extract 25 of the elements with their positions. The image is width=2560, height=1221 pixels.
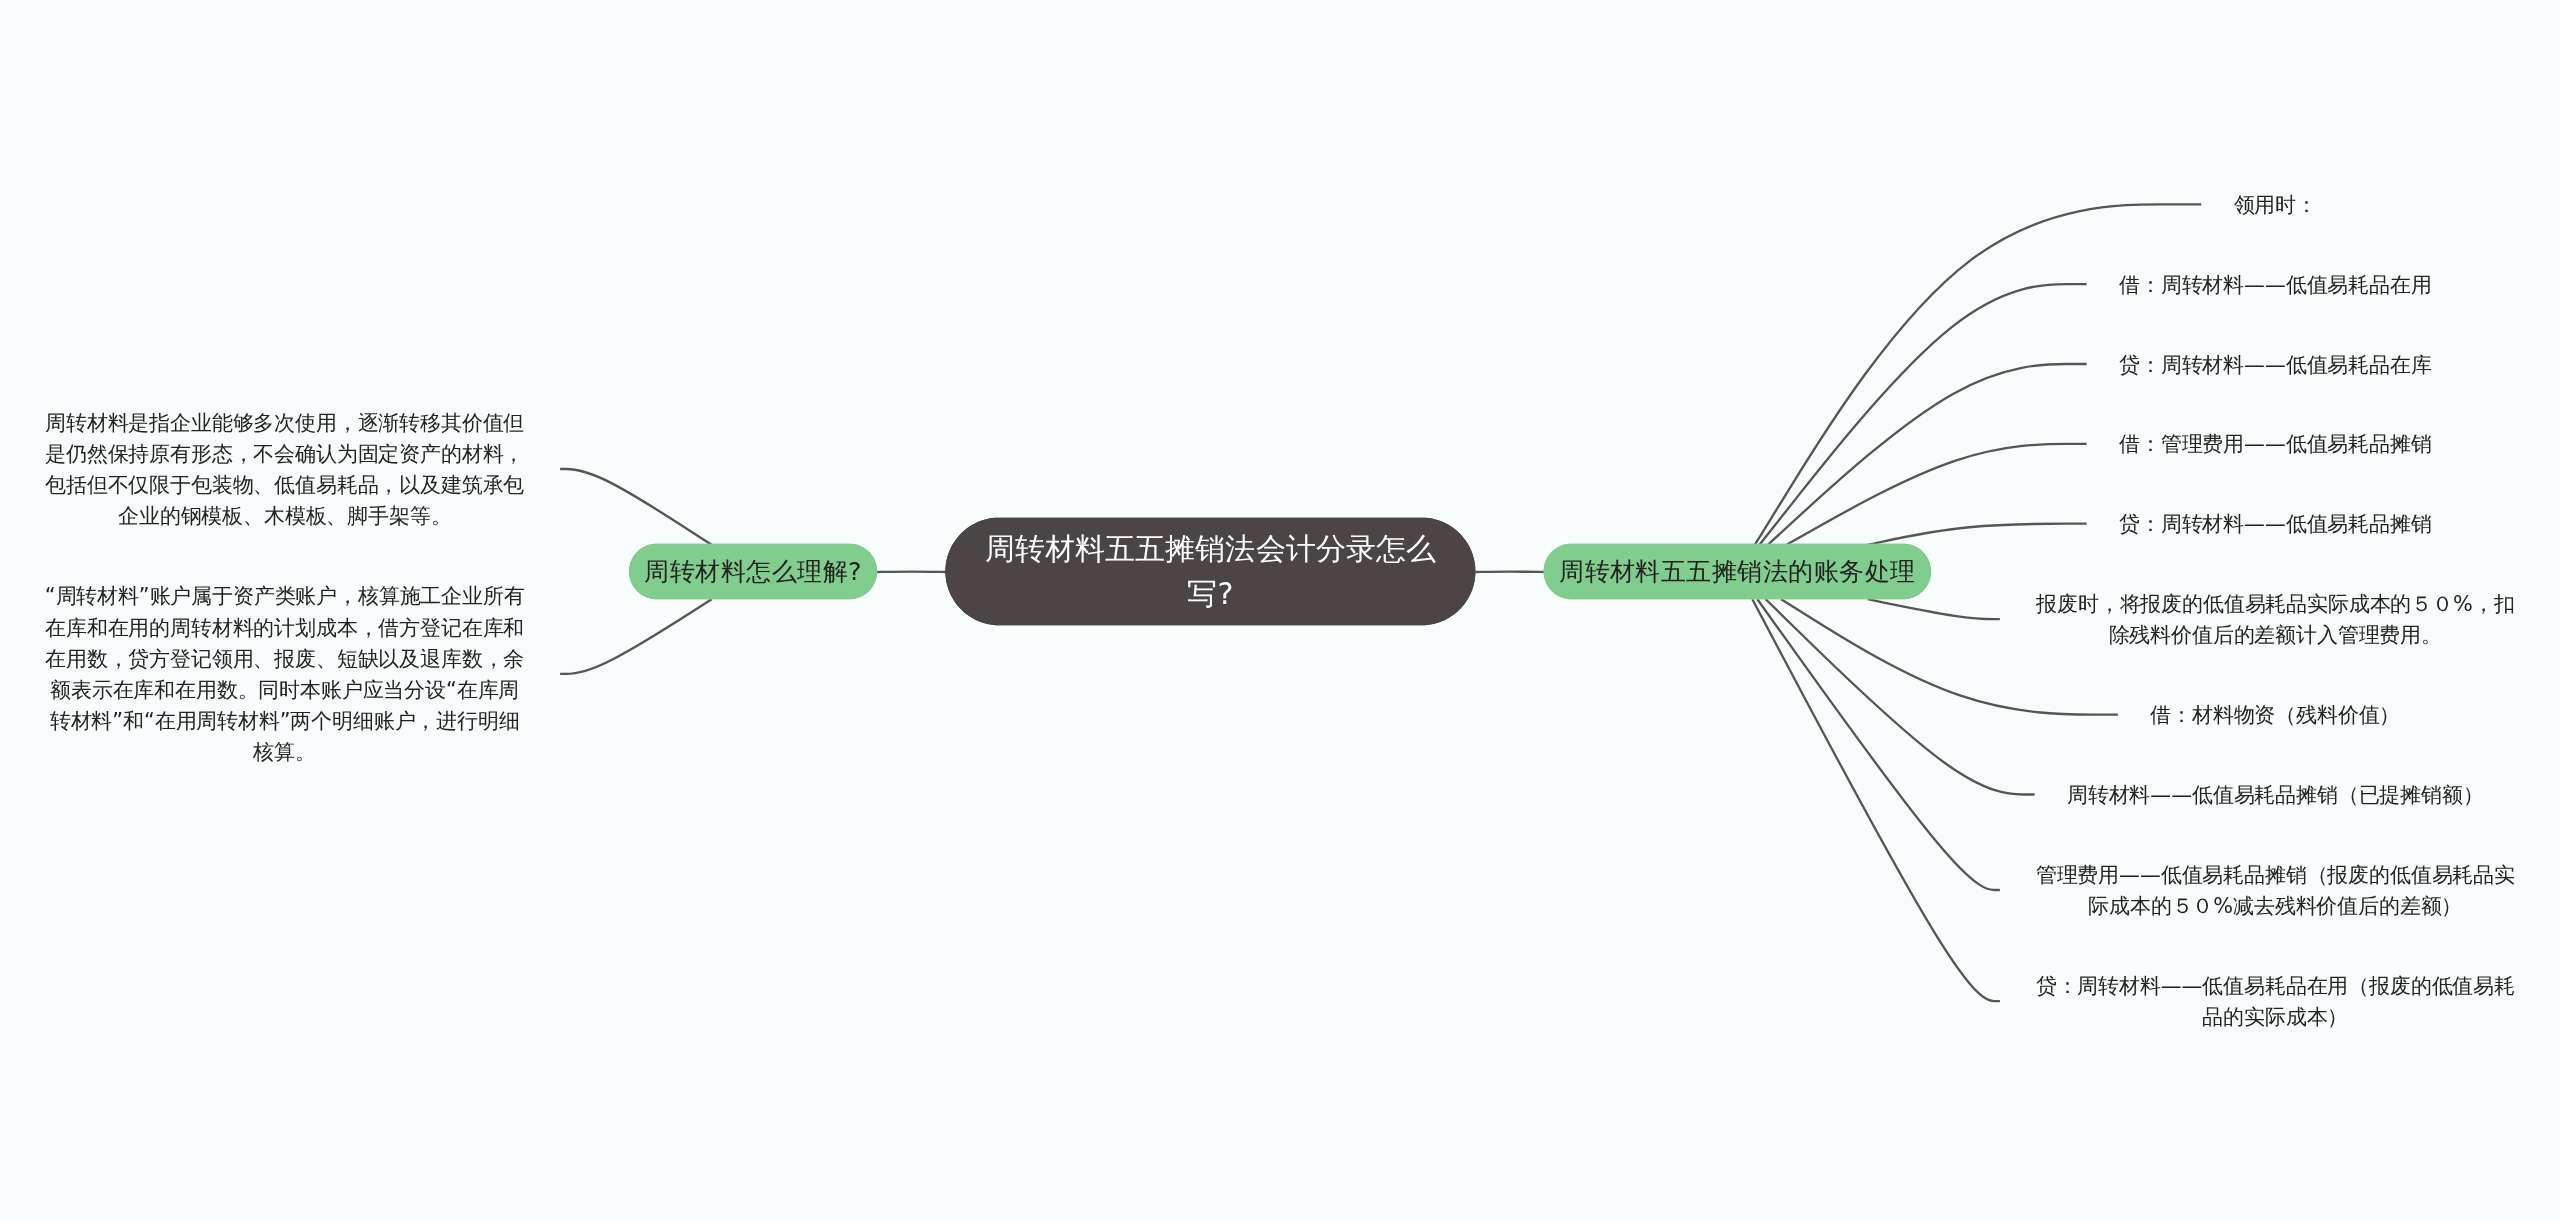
connector (1751, 598, 2000, 1003)
node-text: “周转材料”账户属于资产类账户，核算施工企业所有在库和在用的周转材料的计划成本，借方登记在库和在用数，贷方登记领用、报废、短缺以及退库数，余额表示在库和在用数。同时本账户应当分设“在库周转材料”和“在用周转材料”两个明细账户，进行明细核算。 (44, 583, 525, 765)
node-text: 管理费用——低值易耗品摊销（报废的低值易耗品实际成本的５０%减去残料价值后的差额） (2035, 862, 2515, 918)
connector (1756, 598, 2000, 892)
node-text: 领用时： (2233, 192, 2317, 217)
connector (1867, 598, 2000, 621)
node-text: 贷：周转材料——低值易耗品在用（报废的低值易耗品的实际成本） (2035, 973, 2515, 1029)
node-text: 报废时，将报废的低值易耗品实际成本的５０%，扣除残料价值后的差额计入管理费用。 (2036, 591, 2515, 647)
node-text: 借：周转材料——低值易耗品在用 (2119, 272, 2432, 297)
connector (1475, 570, 1545, 574)
connector (1764, 598, 2035, 796)
connector (1785, 442, 2087, 546)
node-text: 周转材料是指企业能够多次使用，逐渐转移其价值但是仍然保持原有形态，不会确认为固定资产的材料，包括但不仅限于包装物、低值易耗品，以及建筑承包企业的钢模板、木模板、脚手架等。 (45, 410, 525, 529)
node-text: 贷：周转材料——低值易耗品在库 (2119, 351, 2432, 377)
connector (1780, 598, 2118, 716)
connector (560, 598, 713, 675)
connector (1753, 203, 2202, 546)
connector (1758, 283, 2087, 546)
node-text: 贷：周转材料——低值易耗品摊销 (2119, 511, 2432, 536)
node-text: 借：管理费用——低值易耗品摊销 (2119, 431, 2432, 456)
connector (560, 467, 713, 546)
node-text: 借：材料物资（残料价值） (2150, 702, 2401, 727)
connector (1767, 362, 2087, 546)
node-text: 周转材料——低值易耗品摊销（已提摊销额） (2067, 782, 2484, 807)
connector (877, 570, 947, 574)
